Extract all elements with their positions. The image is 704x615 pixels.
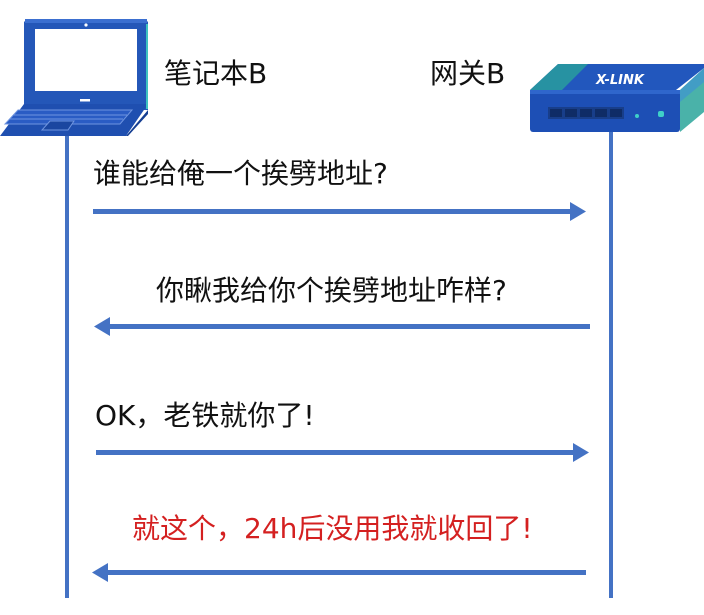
arrow-left-4 xyxy=(92,563,586,582)
laptop-lifeline xyxy=(65,132,69,598)
message-3-text: OK，老铁就你了! xyxy=(95,399,315,432)
message-1-text: 谁能给俺一个挨劈地址? xyxy=(93,157,388,190)
gateway-lifeline xyxy=(609,132,613,598)
router-icon: X-LINK xyxy=(530,64,704,132)
router-brand: X-LINK xyxy=(595,73,645,88)
gateway-label: 网关B xyxy=(430,57,506,90)
arrow-right-1 xyxy=(93,202,586,221)
laptop-icon xyxy=(0,19,148,136)
laptop-label: 笔记本B xyxy=(164,57,268,90)
arrow-right-3 xyxy=(96,443,589,462)
arrow-left-2 xyxy=(94,317,590,336)
message-2-text: 你瞅我给你个挨劈地址咋样? xyxy=(156,274,507,307)
message-4-text: 就这个，24h后没用我就收回了! xyxy=(132,512,533,545)
